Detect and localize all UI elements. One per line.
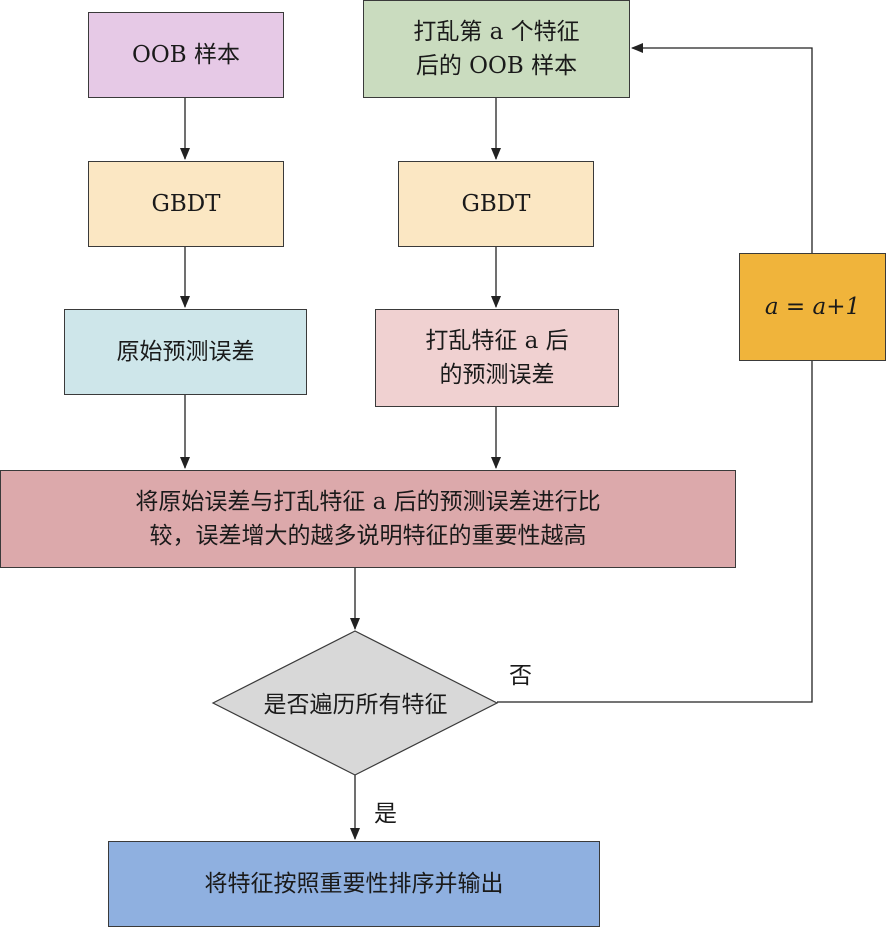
shuffled-oob-line-1: 打乱第 a 个特征 — [413, 19, 580, 45]
gbdt-left-label: GBDT — [151, 191, 221, 217]
output-label: 将特征按照重要性排序并输出 — [204, 871, 504, 897]
shuffled-oob-samples-box: 打乱第 a 个特征 后的 OOB 样本 — [363, 0, 630, 98]
increment-label: a = a+1 — [764, 294, 861, 320]
shuffled-error-line-2: 的预测误差 — [439, 362, 555, 388]
original-error-box: 原始预测误差 — [64, 309, 307, 395]
compare-line-2: 较，误差增大的越多说明特征的重要性越高 — [149, 523, 587, 549]
line-decision-to-increment — [497, 361, 813, 703]
shuffled-error-line-1: 打乱特征 a 后 — [425, 328, 569, 354]
oob-samples-box: OOB 样本 — [88, 12, 284, 98]
shuffled-error-box: 打乱特征 a 后 的预测误差 — [375, 309, 619, 407]
decision-diamond — [211, 630, 499, 776]
oob-samples-label: OOB 样本 — [132, 42, 240, 68]
increment-box: a = a+1 — [739, 253, 886, 361]
gbdt-right-box: GBDT — [398, 161, 594, 247]
compare-box: 将原始误差与打乱特征 a 后的预测误差进行比 较，误差增大的越多说明特征的重要性… — [0, 470, 736, 568]
output-box: 将特征按照重要性排序并输出 — [108, 841, 600, 927]
no-branch-label: 否 — [509, 663, 532, 689]
shuffled-oob-line-2: 后的 OOB 样本 — [415, 53, 578, 79]
gbdt-left-box: GBDT — [88, 161, 284, 247]
gbdt-right-label: GBDT — [461, 191, 531, 217]
original-error-label: 原始预测误差 — [116, 339, 255, 365]
yes-branch-label: 是 — [374, 801, 397, 827]
decision-label: 是否遍历所有特征 — [263, 692, 448, 718]
arrow-increment-to-shuffled — [631, 43, 813, 253]
compare-line-1: 将原始误差与打乱特征 a 后的预测误差进行比 — [135, 489, 601, 515]
